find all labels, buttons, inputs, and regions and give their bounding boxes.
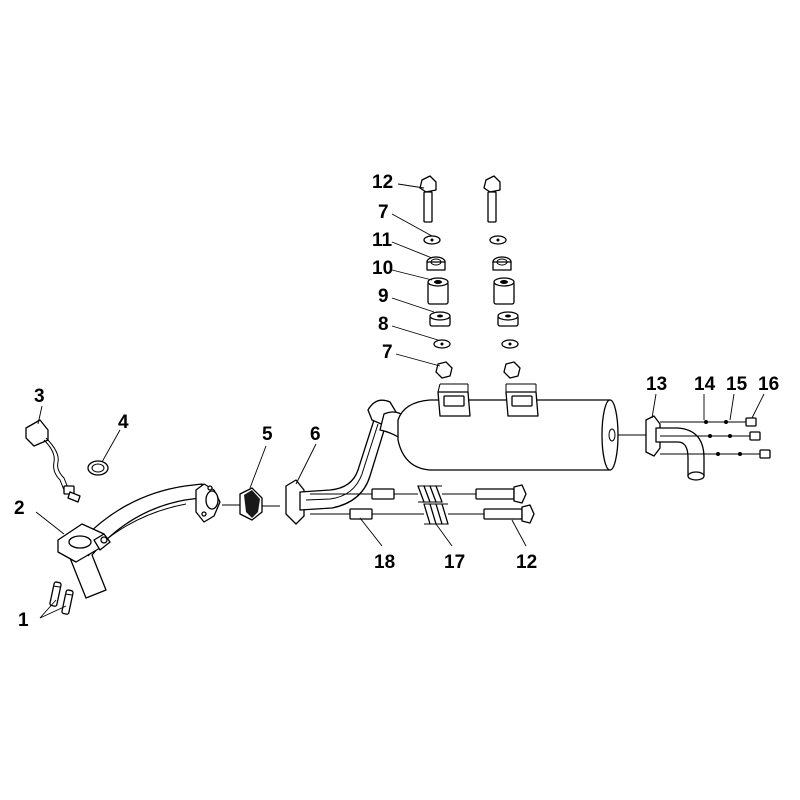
callout-9: 9 [378, 286, 389, 307]
part-spring-assembly-upper [310, 484, 527, 504]
callout-4: 4 [118, 412, 129, 433]
callout-15: 15 [726, 374, 748, 395]
callout-8: 8 [378, 314, 389, 335]
callout-1: 1 [18, 610, 29, 631]
part-o2-sensor [25, 419, 81, 503]
part-header-pipe [57, 483, 203, 599]
callout-5: 5 [262, 424, 273, 445]
part-mount-stack-right [483, 175, 521, 379]
part-muffler [397, 383, 619, 471]
callout-11: 11 [372, 230, 393, 251]
part-tailpipe [618, 415, 705, 481]
part-gasket-ring [87, 460, 109, 476]
callout-7a: 7 [378, 202, 389, 223]
callout-17: 17 [444, 552, 465, 573]
callout-18: 18 [374, 552, 395, 573]
part-tailpipe-screws [660, 417, 771, 459]
part-spring-assembly-lower [310, 503, 535, 525]
part-studs [49, 581, 74, 615]
part-seal-cone [222, 487, 280, 521]
callout-3: 3 [34, 386, 45, 407]
callout-labels: 1 2 3 4 5 6 12 7 11 10 9 8 7 13 14 15 16… [14, 172, 779, 631]
callout-14: 14 [694, 374, 716, 395]
leader-lines [35, 183, 765, 619]
callout-7b: 7 [382, 342, 393, 363]
part-header-flange [195, 483, 221, 523]
callout-10: 10 [372, 258, 393, 279]
callout-16: 16 [758, 374, 779, 395]
part-mid-pipe [285, 399, 409, 525]
part-mount-stack-left [419, 175, 453, 379]
callout-12a: 12 [372, 172, 393, 193]
callout-6: 6 [310, 424, 321, 445]
callout-2: 2 [14, 498, 25, 519]
callout-12b: 12 [516, 552, 537, 573]
callout-13: 13 [646, 374, 667, 395]
